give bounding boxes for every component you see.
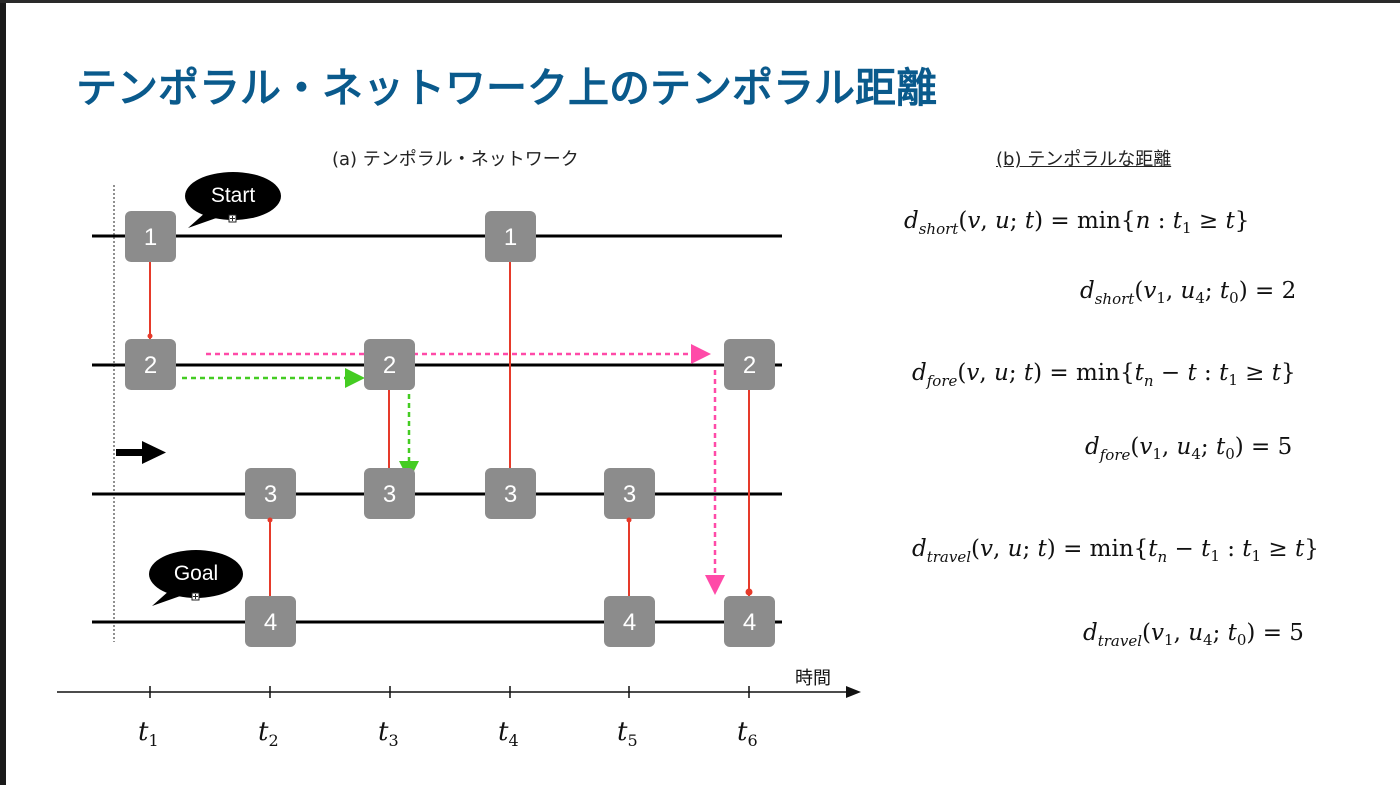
direction-arrow-icon — [116, 441, 166, 464]
path-green — [182, 368, 419, 481]
formula-short-definition: dshort(v, u; t) = min{n : t1 ≥ t} — [904, 208, 1250, 238]
window-frame-top — [0, 0, 1400, 3]
node-label: 2 — [743, 352, 756, 379]
node-label: 3 — [264, 481, 277, 508]
travel-distance-value: 5 — [1289, 620, 1304, 646]
short-distance-value: 2 — [1281, 278, 1297, 304]
start-bubble: Start — [185, 172, 281, 228]
tick-t2: t2 — [258, 717, 279, 750]
formula-travel-value: dtravel(v1, u4; t0) = 5 — [1083, 620, 1304, 650]
panel-a-caption: (a) テンポラル・ネットワーク — [332, 149, 579, 170]
time-axis: 時間 t1 t2 t3 t4 t5 t6 — [57, 668, 861, 750]
node-4-at-t2: 4 — [245, 596, 296, 647]
node-label: 3 — [504, 481, 517, 508]
window-frame-left — [0, 0, 6, 785]
node-3-at-t2: 3 — [245, 468, 296, 519]
node-3-at-t5: 3 — [604, 468, 655, 519]
nodes: 1 2 1 2 2 3 3 3 3 4 4 4 — [125, 211, 775, 647]
node-timelines — [92, 234, 782, 624]
node-label: 1 — [144, 224, 157, 251]
node-2-at-t1: 2 — [125, 339, 176, 390]
node-4-at-t6: 4 — [724, 596, 775, 647]
node-3-at-t4: 3 — [485, 468, 536, 519]
node-2-at-t6: 2 — [724, 339, 775, 390]
fore-distance-value: 5 — [1277, 434, 1293, 460]
slide-title: テンポラル・ネットワーク上のテンポラル距離 — [76, 64, 937, 112]
tick-t1: t1 — [138, 717, 159, 750]
node-3-at-t3: 3 — [364, 468, 415, 519]
time-tick-labels: t1 t2 t3 t4 t5 t6 — [138, 717, 758, 750]
path-pink — [206, 344, 725, 595]
node-label: 2 — [383, 352, 396, 379]
formula-short-value: dshort(v1, u4; t0) = 2 — [1080, 278, 1297, 308]
node-1-at-t1: 1 — [125, 211, 176, 262]
tick-t3: t3 — [378, 717, 399, 750]
tick-t6: t6 — [737, 717, 758, 750]
node-label: 2 — [144, 352, 157, 379]
node-1-at-t4: 1 — [485, 211, 536, 262]
node-label: 4 — [264, 609, 277, 636]
node-label: 4 — [743, 609, 756, 636]
node-label: 3 — [383, 481, 396, 508]
formula-fore-value: dfore(v1, u4; t0) = 5 — [1085, 434, 1293, 464]
time-axis-label: 時間 — [795, 668, 831, 689]
formula-fore-definition: dfore(v, u; t) = min{tn − t : t1 ≥ t} — [912, 360, 1296, 390]
panel-b-caption: (b) テンポラルな距離 — [996, 149, 1172, 170]
node-4-at-t5: 4 — [604, 596, 655, 647]
contact-lines — [149, 262, 750, 596]
node-2-at-t3: 2 — [364, 339, 415, 390]
tick-t5: t5 — [617, 717, 638, 750]
goal-label: Goal — [174, 562, 218, 585]
tick-t4: t4 — [498, 717, 519, 750]
contact-endpoints — [147, 333, 753, 596]
node-label: 3 — [623, 481, 636, 508]
node-label: 1 — [504, 224, 517, 251]
node-label: 4 — [623, 609, 636, 636]
start-label: Start — [211, 184, 256, 207]
goal-bubble: Goal — [149, 550, 243, 606]
formula-travel-definition: dtravel(v, u; t) = min{tn − t1 : t1 ≥ t} — [912, 536, 1319, 566]
